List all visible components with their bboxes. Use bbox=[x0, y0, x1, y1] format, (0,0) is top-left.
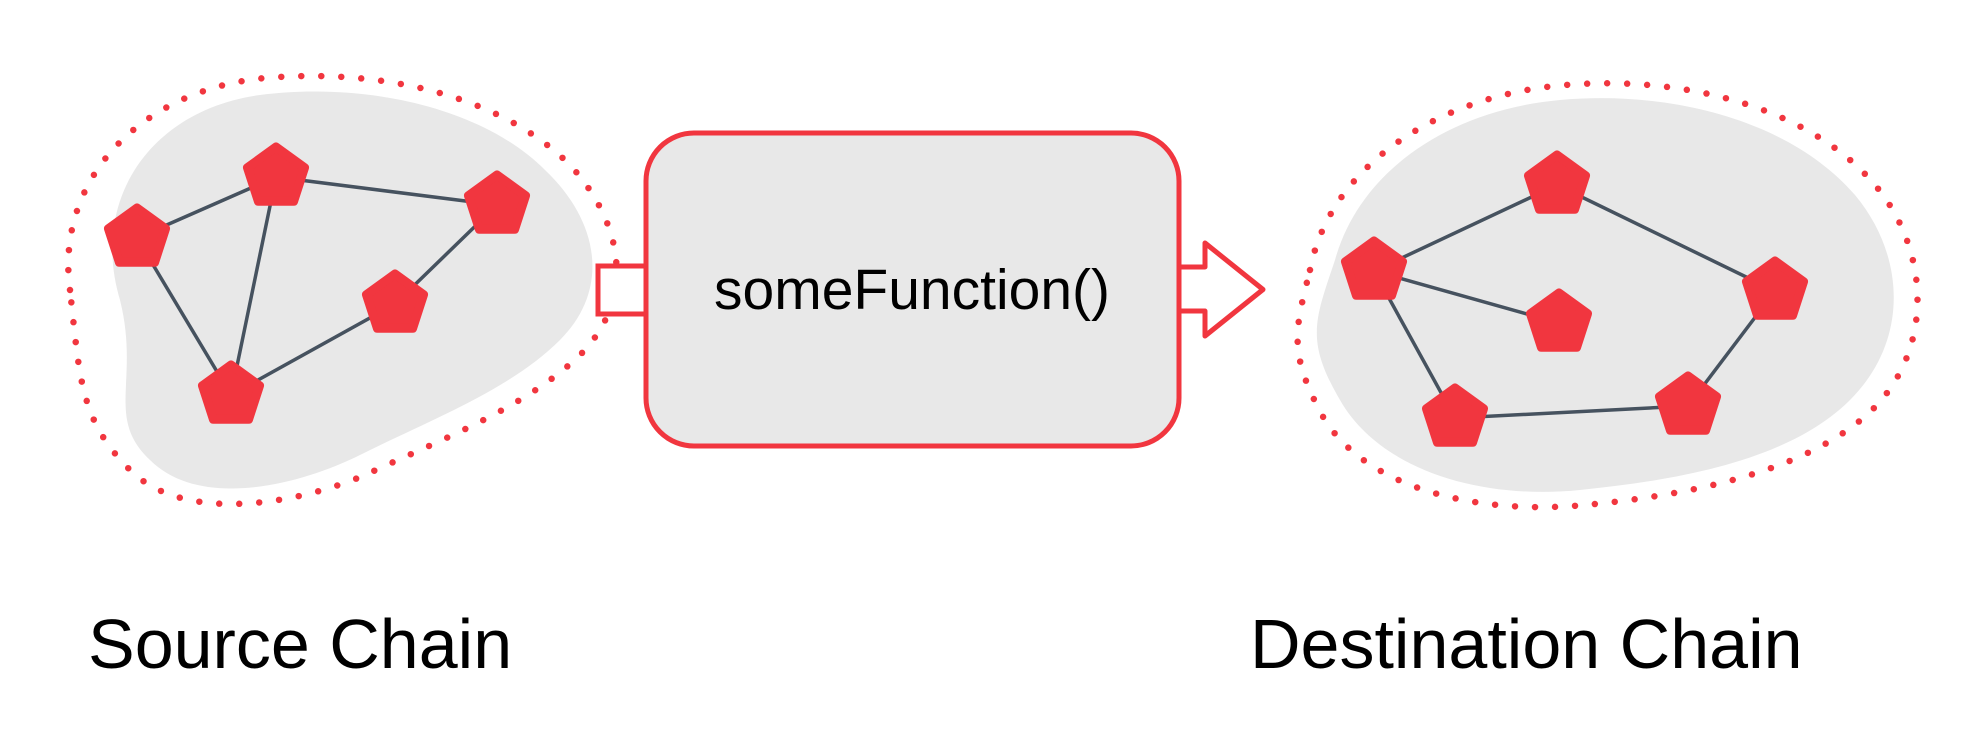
chain-node-icon bbox=[362, 269, 428, 333]
chain-edge bbox=[275, 175, 498, 207]
source-chain-label: Source Chain bbox=[88, 605, 512, 683]
chain-node-icon bbox=[464, 170, 530, 234]
chain-node-icon bbox=[1655, 371, 1721, 435]
chain-edge bbox=[229, 176, 278, 396]
source-chain-nodes bbox=[104, 142, 530, 424]
destination-chain-nodes bbox=[1341, 150, 1808, 447]
function-label: someFunction() bbox=[714, 258, 1110, 322]
destination-chain-label: Destination Chain bbox=[1250, 605, 1803, 683]
function-box bbox=[643, 130, 1182, 449]
chain-node-icon bbox=[243, 142, 309, 206]
chain-node-icon bbox=[198, 360, 264, 424]
source-chain-group bbox=[65, 72, 620, 508]
chain-edge bbox=[1373, 183, 1558, 273]
destination-chain-group bbox=[1294, 80, 1921, 511]
chain-edge bbox=[1556, 183, 1776, 293]
source-chain-blob bbox=[112, 91, 593, 489]
output-arrow-icon bbox=[1176, 240, 1266, 339]
chain-edge bbox=[1454, 404, 1689, 420]
function-box-group: someFunction() bbox=[595, 130, 1266, 449]
chain-node-icon bbox=[1422, 383, 1488, 447]
chain-node-icon bbox=[104, 203, 170, 267]
chain-node-icon bbox=[1742, 256, 1808, 320]
destination-chain-blob bbox=[1316, 98, 1894, 492]
chain-node-icon bbox=[1524, 150, 1590, 214]
chain-node-icon bbox=[1526, 288, 1592, 352]
chain-node-icon bbox=[1341, 236, 1407, 300]
input-port-icon bbox=[595, 263, 649, 317]
